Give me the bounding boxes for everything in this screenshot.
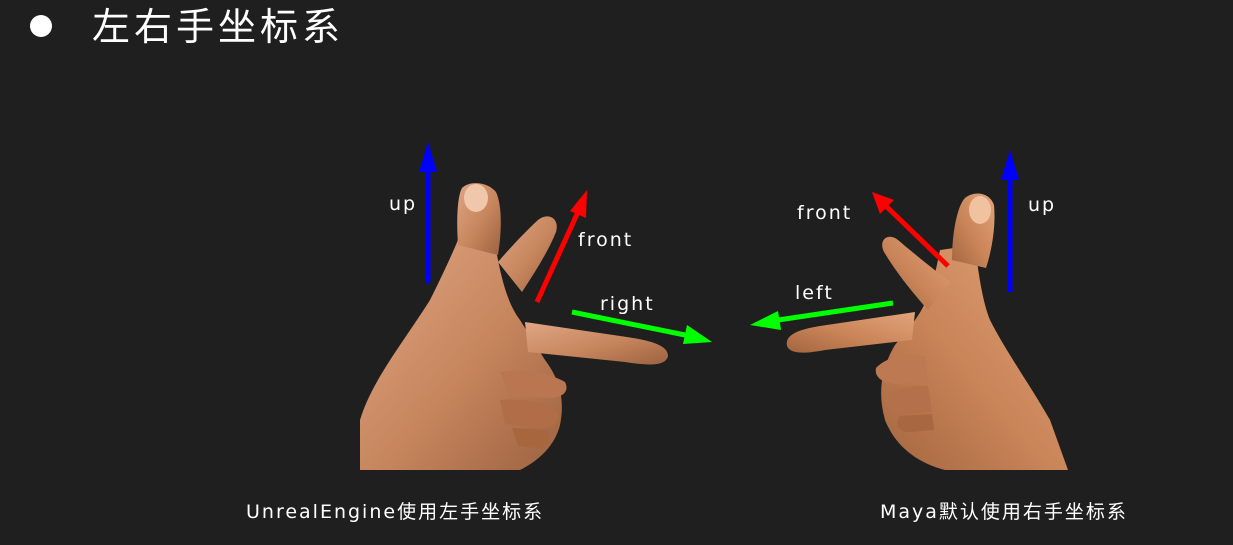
left-hand-curled-fingers-2	[500, 399, 559, 428]
right-up-arrowhead	[1001, 150, 1019, 180]
right-caption: Maya默认使用右手坐标系	[880, 501, 1128, 523]
right-hand-index-finger	[882, 236, 950, 310]
left-right-label: right	[600, 293, 655, 315]
right-left-label: left	[795, 282, 834, 304]
left-hand-thumbnail	[464, 184, 488, 212]
left-hand-gesture-icon: up front right	[360, 142, 712, 470]
left-hand-pinky	[512, 428, 550, 448]
right-front-arrowhead	[872, 192, 894, 214]
right-front-label: front	[797, 202, 852, 224]
left-front-arrowhead	[570, 190, 587, 218]
left-hand-middle-finger	[525, 322, 668, 365]
left-front-arrow-shaft	[534, 210, 581, 304]
right-hand-curled-fingers-2	[884, 385, 932, 414]
left-hand-index-finger	[498, 216, 557, 292]
left-front-label: front	[578, 229, 633, 251]
page-title: 左右手坐标系	[92, 5, 345, 49]
right-up-label: up	[1028, 194, 1056, 216]
right-left-arrowhead	[750, 311, 781, 330]
right-hand-curled-fingers	[875, 354, 928, 384]
bullet-dot-icon	[30, 15, 52, 37]
left-caption: UnrealEngine使用左手坐标系	[246, 501, 545, 523]
left-up-label: up	[389, 193, 417, 215]
right-hand-gesture-icon: up front left	[750, 150, 1068, 470]
right-front-arrow-shaft	[885, 205, 950, 268]
left-hand-curled-fingers	[500, 370, 567, 398]
right-hand-thumbnail	[969, 196, 991, 224]
left-up-arrowhead	[419, 142, 437, 172]
right-hand-pinky	[897, 414, 934, 432]
right-hand-middle-finger	[786, 312, 915, 353]
left-right-arrow-shaft	[571, 309, 686, 338]
left-right-arrowhead	[683, 325, 712, 344]
right-left-arrow-shaft	[777, 300, 894, 323]
